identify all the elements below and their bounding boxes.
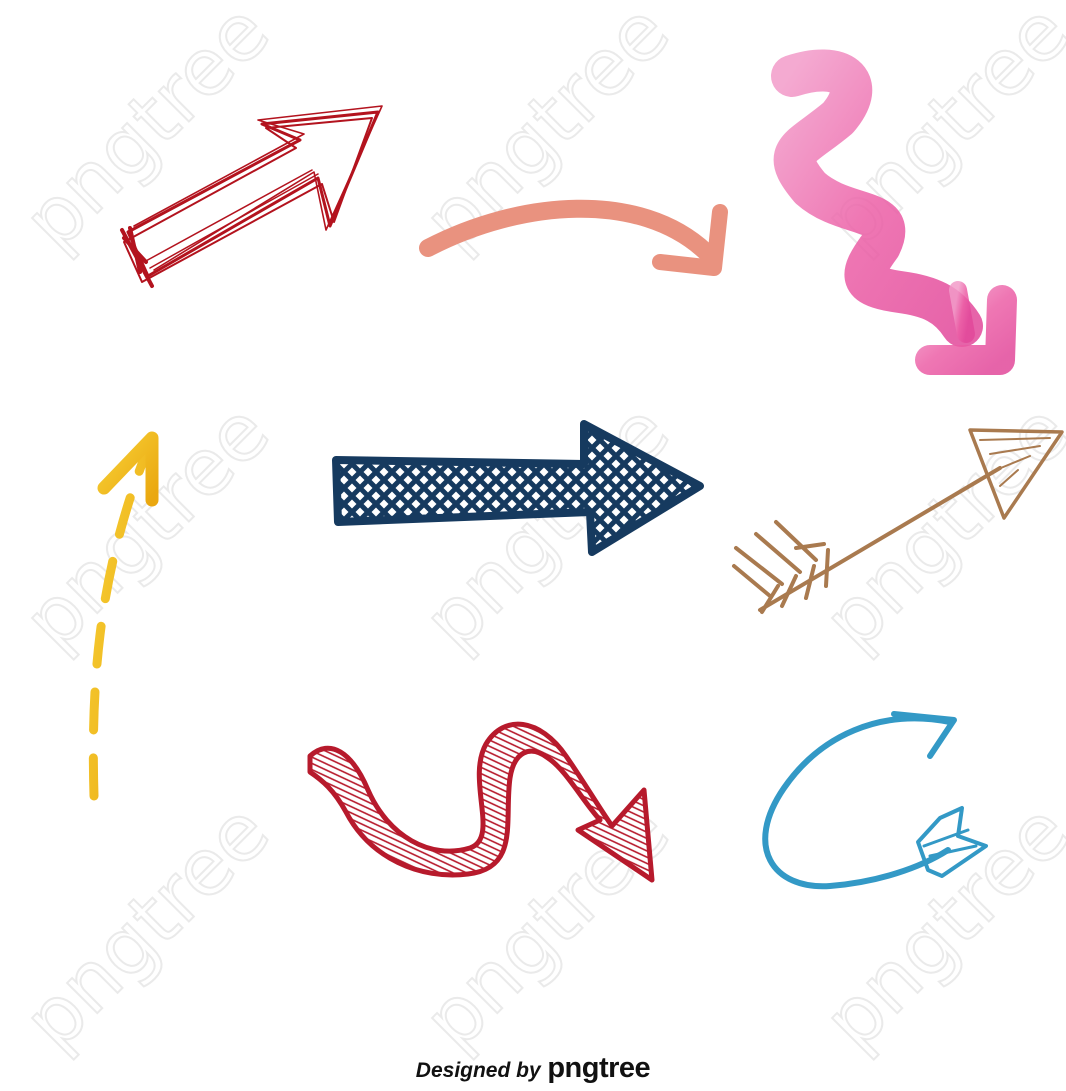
watermark-text: pngtree <box>7 787 287 1067</box>
red-outline-diagonal-arrow-icon <box>120 105 383 288</box>
brown-feathered-arrow-icon <box>732 428 1064 614</box>
blue-loop-arrow-icon <box>762 711 988 890</box>
watermark-text: pngtree <box>807 787 1066 1067</box>
watermark-text: pngtree <box>807 387 1066 667</box>
yellow-dashed-arrow-icon <box>88 431 159 801</box>
credit-brand: pngtree <box>547 1052 651 1084</box>
red-s-curve-arrow-icon <box>307 721 655 883</box>
watermark-text: pngtree <box>407 387 687 667</box>
navy-hatched-arrow-icon <box>332 420 704 556</box>
pink-zigzag-arrow-icon <box>771 49 1017 375</box>
watermark-text: pngtree <box>7 387 287 667</box>
salmon-curved-arrow-icon <box>419 199 728 276</box>
watermark-layer: pngtreepngtreepngtreepngtreepngtreepngtr… <box>6 0 1066 1068</box>
credit-line: Designed by pngtree <box>0 1052 1066 1085</box>
credit-prefix: Designed by <box>415 1059 541 1082</box>
